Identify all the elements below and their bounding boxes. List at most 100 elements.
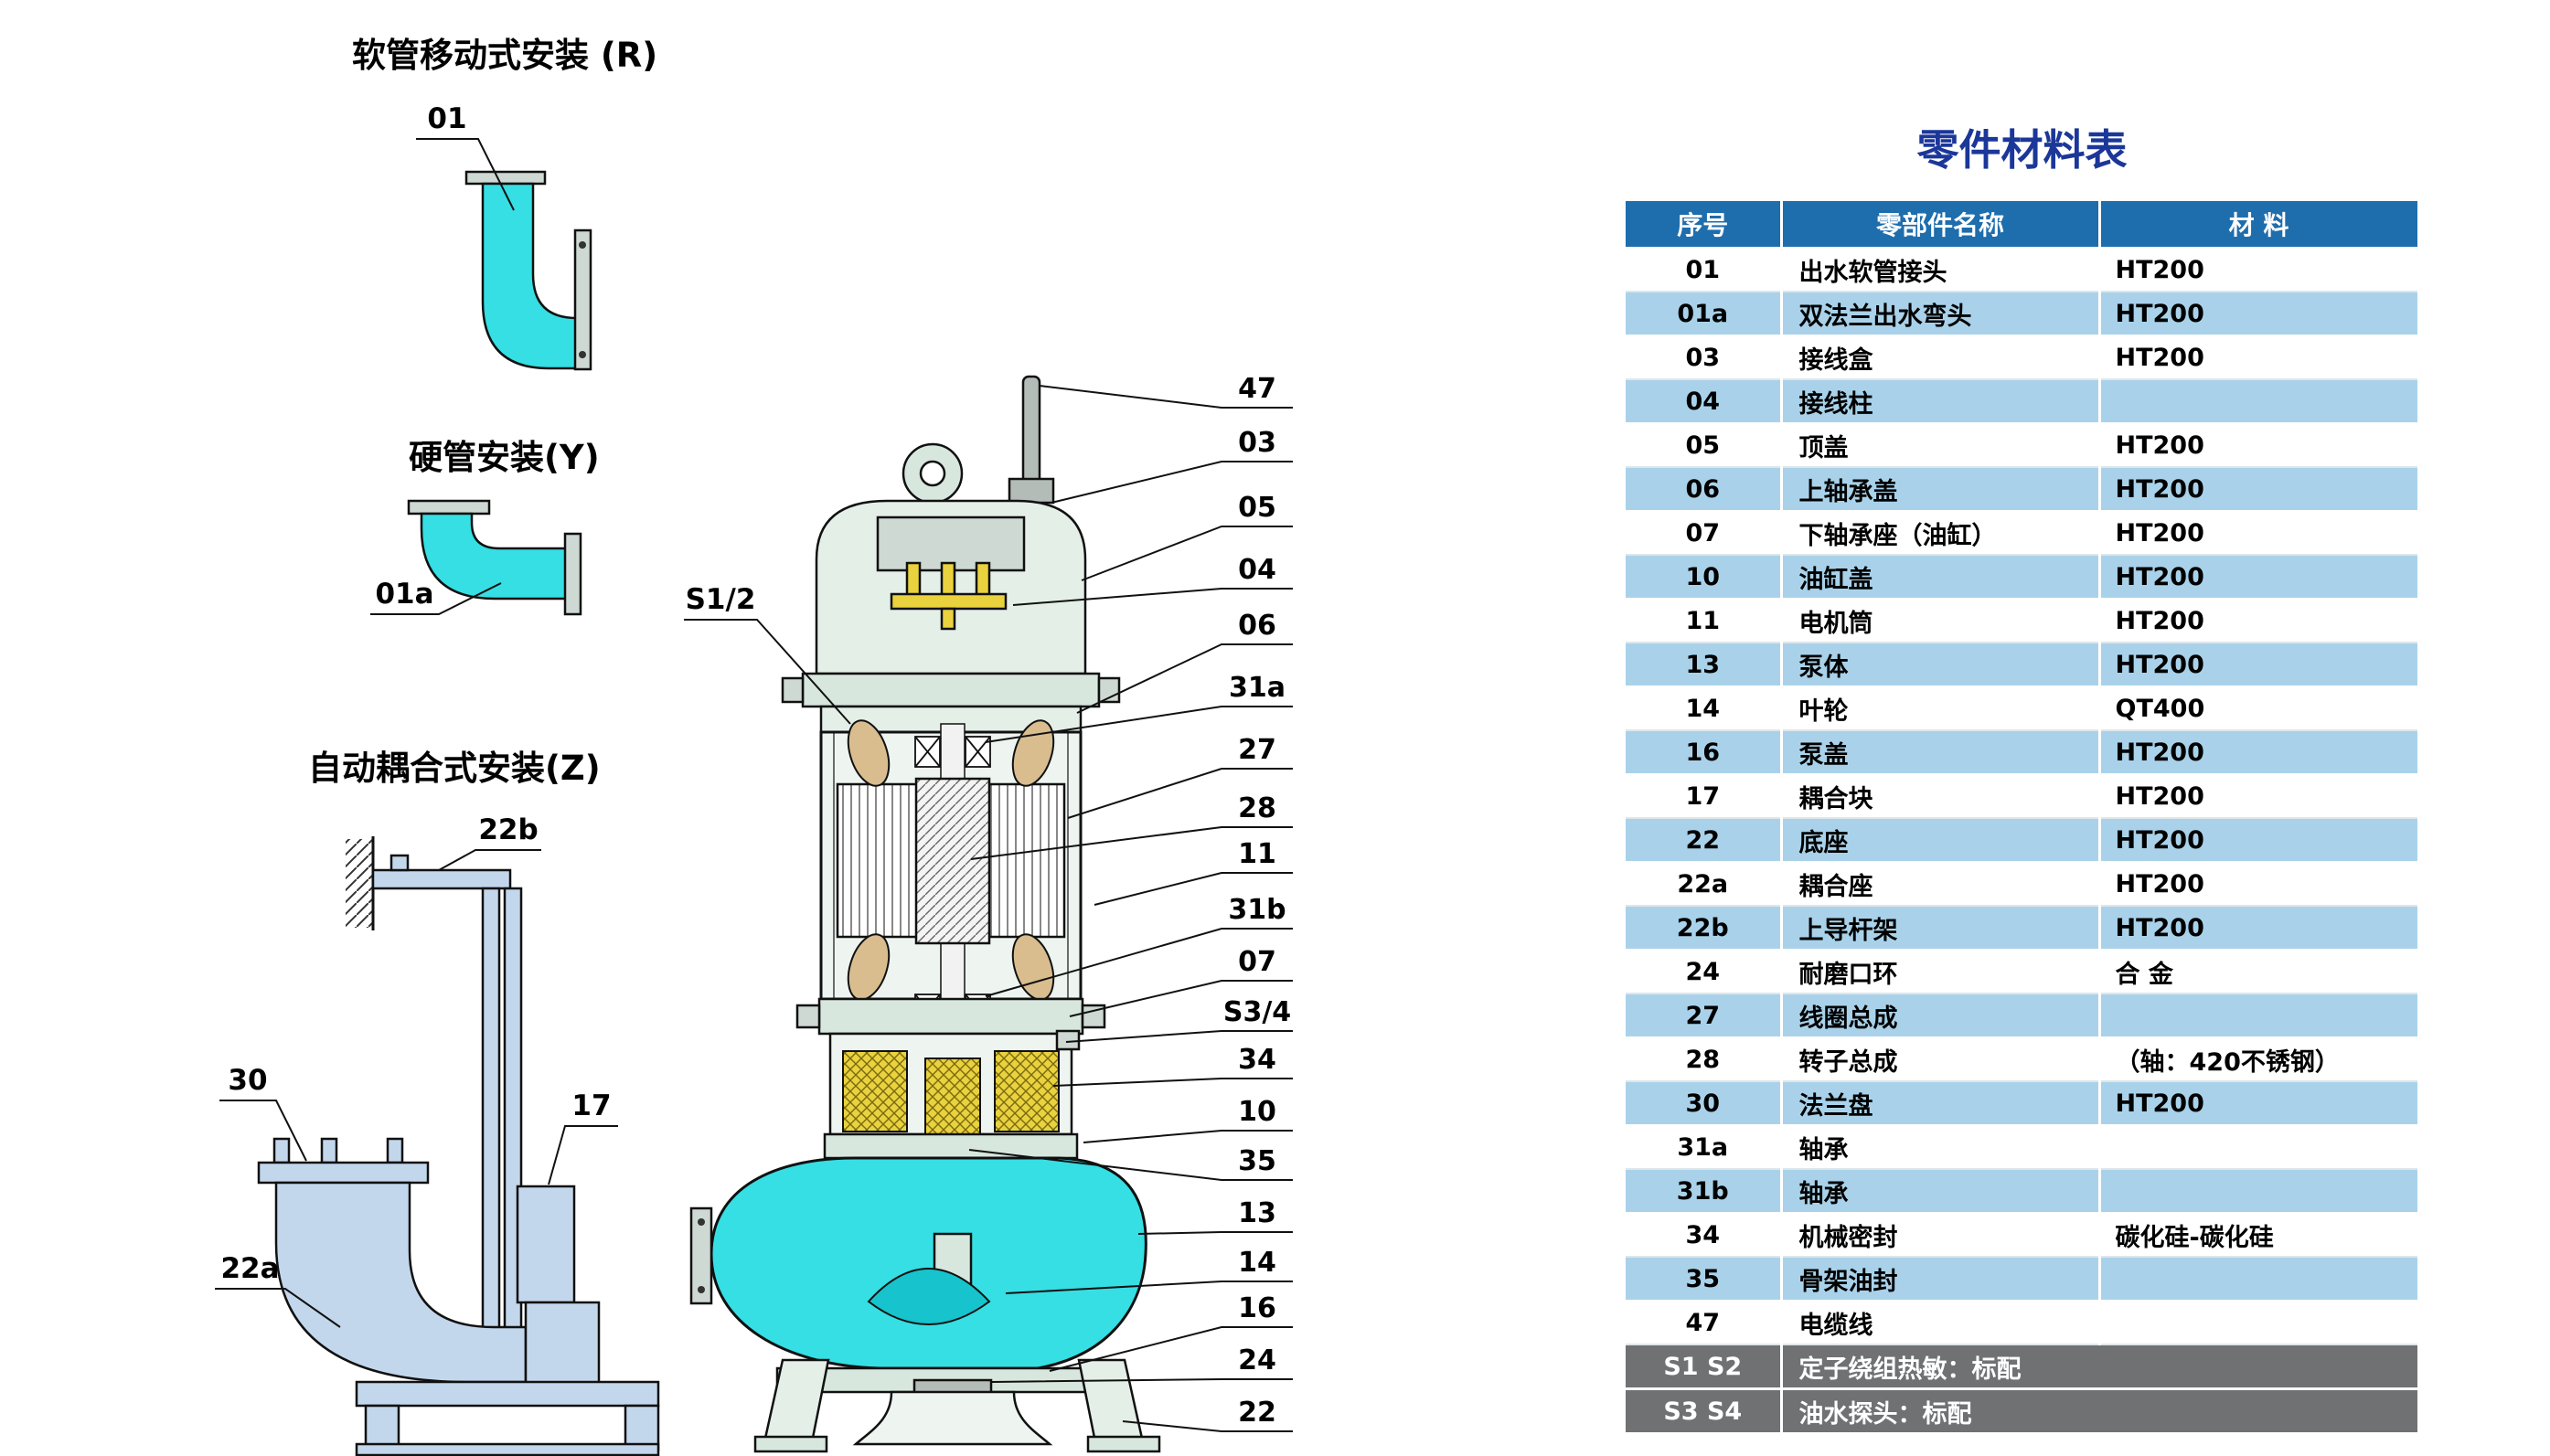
cell-mat: QT400 [2099, 686, 2420, 731]
cell-mat: HT200 [2099, 423, 2420, 468]
callout-S3/4: S3/4 [1222, 996, 1292, 1028]
cell-mat: 碳化硅-碳化硅 [2099, 1213, 2420, 1258]
callout-11: 11 [1238, 838, 1276, 870]
cell-no: 47 [1626, 1301, 1783, 1345]
part-label-22a: 22a [220, 1252, 280, 1285]
leader-line-28 [970, 826, 1293, 860]
callout-31b: 31b [1228, 894, 1286, 926]
callout-24: 24 [1238, 1344, 1276, 1376]
cell-no: 27 [1626, 994, 1783, 1038]
leader-line-35 [968, 1149, 1293, 1181]
part-label-30: 30 [228, 1064, 268, 1097]
cell-name: 线圈总成 [1781, 994, 2101, 1038]
cell-no: 34 [1626, 1213, 1783, 1258]
header-mat: 材 料 [2099, 201, 2420, 249]
leader-line-47 [1039, 385, 1293, 409]
leader-line-31b [985, 928, 1293, 997]
cell-no: 30 [1626, 1081, 1783, 1126]
cell-name: 电缆线 [1781, 1301, 2101, 1345]
cell-name: 耐磨口环 [1781, 950, 2101, 994]
leader-line-34 [1052, 1078, 1293, 1087]
part-label-01: 01 [427, 102, 467, 135]
cell-name: 泵体 [1781, 643, 2101, 687]
leader-line-13 [1137, 1231, 1293, 1235]
table-header-row: 序号 零部件名称 材 料 [1626, 201, 2420, 249]
mech-seal-34 [842, 1050, 1060, 1136]
cell-name: 骨架油封 [1781, 1257, 2101, 1302]
coupling-install-title: 自动耦合式安装(Z) [308, 749, 601, 788]
cell-no: 04 [1626, 379, 1783, 424]
leader-line-11 [1094, 872, 1293, 906]
callout-31a: 31a [1229, 672, 1286, 704]
cell-mat [2099, 1301, 2420, 1345]
cell-name: 顶盖 [1781, 423, 2101, 468]
callout-07: 07 [1238, 946, 1276, 978]
cell-mat [2099, 1125, 2420, 1170]
cell-no: 16 [1626, 730, 1783, 775]
cell-name: 油缸盖 [1781, 555, 2101, 600]
part-label-17: 17 [571, 1089, 612, 1122]
cell-mat [2099, 1257, 2420, 1302]
callout-34: 34 [1238, 1044, 1276, 1076]
cell-mat: HT200 [2099, 818, 2420, 863]
cell-sensor-desc: 定子绕组热敏：标配 [1781, 1344, 2420, 1390]
cell-name: 轴承 [1781, 1169, 2101, 1214]
cell-no: 13 [1626, 643, 1783, 687]
cell-mat: HT200 [2099, 248, 2420, 292]
cell-no: 10 [1626, 555, 1783, 600]
coupling-install-drawing [215, 836, 660, 1456]
cell-no: 01a [1626, 292, 1783, 336]
cell-no: 06 [1626, 467, 1783, 512]
cell-mat: HT200 [2099, 555, 2420, 600]
hose-elbow-drawing [416, 138, 592, 371]
cell-name: 下轴承座（油缸） [1781, 511, 2101, 556]
callout-10: 10 [1238, 1096, 1276, 1128]
cell-name: 轴承 [1781, 1125, 2101, 1170]
terminal-04 [890, 561, 1008, 631]
cell-no: 35 [1626, 1257, 1783, 1302]
cell-no: 11 [1626, 599, 1783, 643]
cell-name: 上轴承盖 [1781, 467, 2101, 512]
cell-name: 双法兰出水弯头 [1781, 292, 2101, 336]
cell-no: 01 [1626, 248, 1783, 292]
cell-name: 耦合块 [1781, 774, 2101, 819]
part-label-22b: 22b [478, 813, 539, 846]
leader-line-22 [1122, 1420, 1293, 1432]
callout-06: 06 [1238, 610, 1276, 642]
rotor-28 [914, 777, 991, 945]
callout-04: 04 [1238, 554, 1276, 586]
cell-no: 22 [1626, 818, 1783, 863]
cell-mat: HT200 [2099, 730, 2420, 775]
cell-name: 机械密封 [1781, 1213, 2101, 1258]
leader-line-24 [991, 1378, 1293, 1383]
callout-13: 13 [1238, 1197, 1276, 1229]
cell-no: 24 [1626, 950, 1783, 994]
cell-no: 22a [1626, 862, 1783, 907]
cell-mat: HT200 [2099, 599, 2420, 643]
cell-mat: （轴：420不锈钢） [2099, 1037, 2420, 1082]
leader-line-07 [1069, 980, 1293, 1017]
rigid-install-title: 硬管安装(Y) [409, 438, 600, 477]
cell-name: 上导杆架 [1781, 906, 2101, 951]
rigid-elbow-drawing [370, 499, 582, 616]
callout-14: 14 [1238, 1247, 1276, 1279]
callout-05: 05 [1238, 492, 1276, 524]
cell-mat: 合 金 [2099, 950, 2420, 994]
